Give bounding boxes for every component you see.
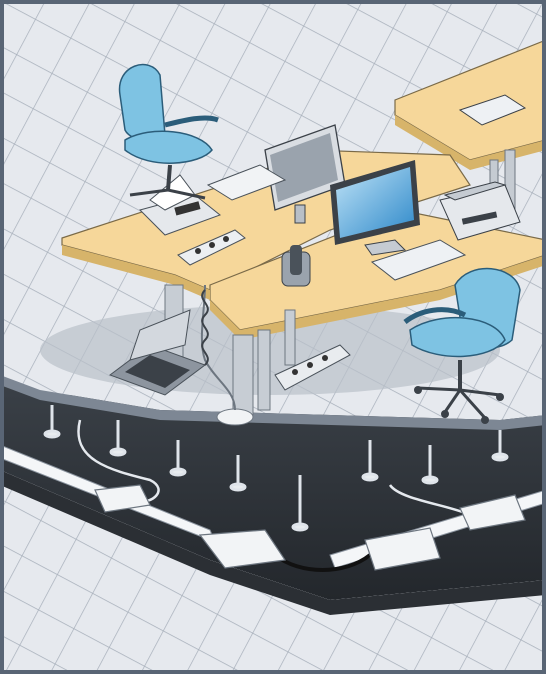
cable-grommet [217,409,253,425]
